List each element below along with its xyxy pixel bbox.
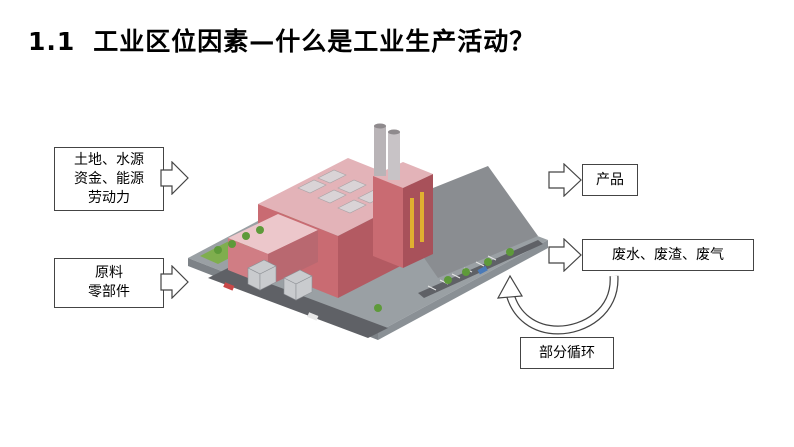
output-label: 废水、废渣、废气 bbox=[612, 246, 724, 265]
input-line: 土地、水源 bbox=[74, 151, 144, 170]
section-number: 1.1 bbox=[28, 27, 75, 56]
input-line: 劳动力 bbox=[88, 189, 130, 208]
output-arrow-icon bbox=[548, 163, 584, 197]
input-line: 原料 bbox=[95, 264, 123, 283]
output-box-product: 产品 bbox=[582, 164, 638, 196]
input-line: 资金、能源 bbox=[74, 170, 144, 189]
input-box-materials: 原料 零部件 bbox=[54, 258, 164, 308]
slide-title: 1.1 工业区位因素—什么是工业生产活动？ bbox=[28, 22, 535, 58]
input-arrow-icon bbox=[160, 161, 190, 195]
output-box-waste: 废水、废渣、废气 bbox=[582, 239, 754, 271]
input-box-resources: 土地、水源 资金、能源 劳动力 bbox=[54, 147, 164, 211]
factory-illustration bbox=[188, 118, 548, 348]
input-line: 零部件 bbox=[88, 283, 130, 302]
input-arrow-icon bbox=[160, 265, 190, 299]
output-label: 产品 bbox=[596, 171, 624, 190]
title-text: 工业区位因素—什么是工业生产活动？ bbox=[93, 27, 535, 56]
output-arrow-icon bbox=[548, 238, 584, 272]
